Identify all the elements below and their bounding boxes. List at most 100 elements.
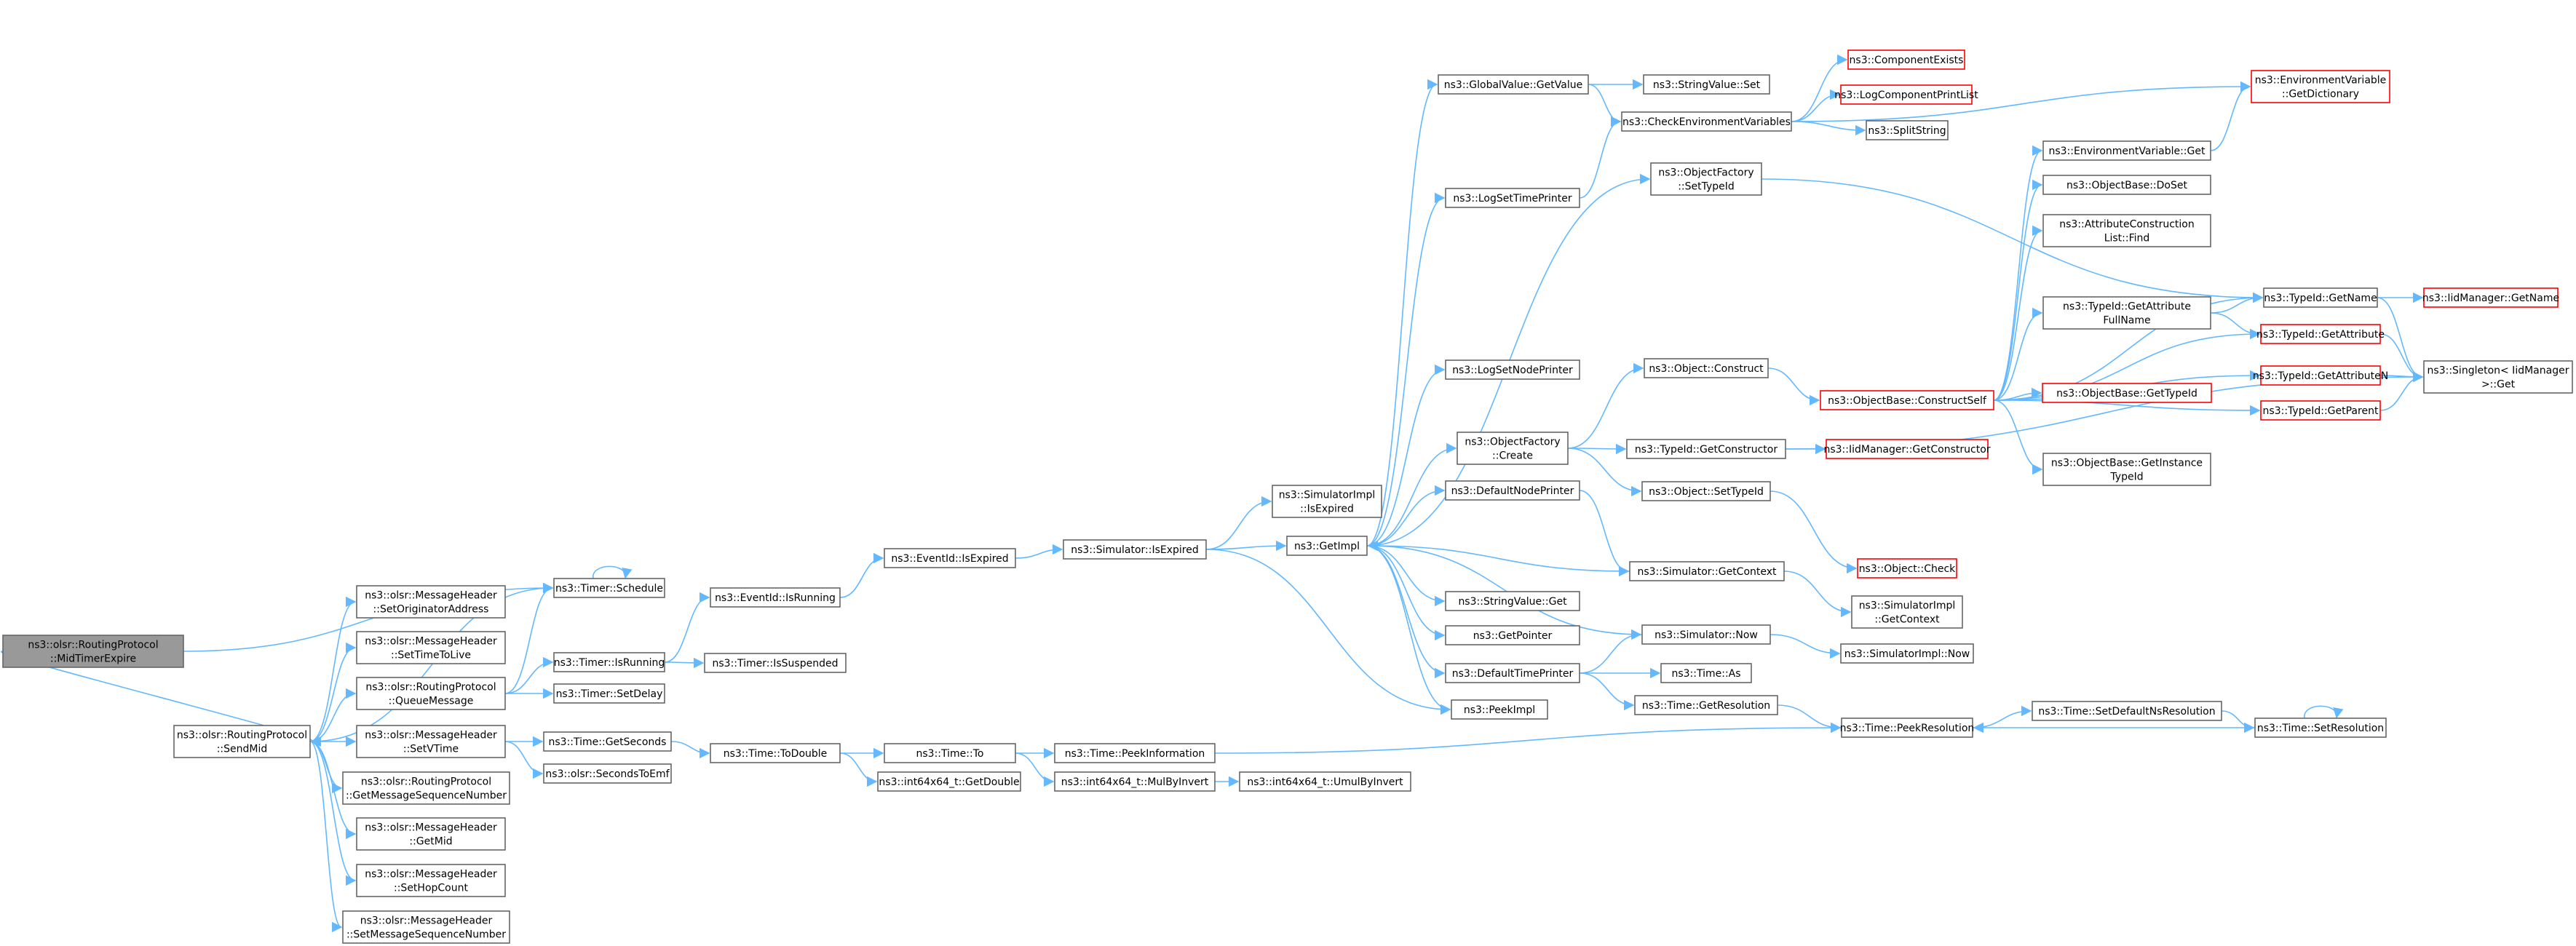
graph-node[interactable]: ns3::int64x64_t::UmulByInvert	[1239, 771, 1411, 792]
graph-node[interactable]: ns3::GetPointer	[1445, 625, 1580, 645]
call-edge	[2210, 312, 2261, 340]
graph-node[interactable]: ns3::EnvironmentVariable::Get	[2042, 140, 2211, 161]
graph-node[interactable]: ns3::ObjectBase::ConstructSelf	[1820, 390, 1994, 410]
graph-node[interactable]: ns3::GetImpl	[1286, 536, 1368, 556]
graph-node[interactable]: ns3::Time::PeekResolution	[1840, 718, 1975, 738]
graph-node[interactable]: ns3::olsr::MessageHeader::SetHopCount	[356, 864, 506, 897]
graph-node[interactable]: ns3::Singleton< IidManager>::Get	[2423, 360, 2573, 394]
graph-node[interactable]: ns3::Time::GetSeconds	[543, 731, 672, 752]
graph-node[interactable]: ns3::int64x64_t::MulByInvert	[1054, 771, 1216, 792]
call-edge	[1783, 571, 1852, 618]
graph-node[interactable]: ns3::Time::SetResolution	[2254, 718, 2387, 738]
graph-node[interactable]: ns3::int64x64_t::GetDouble	[877, 771, 1021, 792]
node-box	[1445, 359, 1580, 380]
graph-node[interactable]: ns3::ObjectBase::GetTypeId	[2042, 383, 2212, 403]
graph-node[interactable]: ns3::GlobalValue::GetValue	[1438, 74, 1589, 95]
graph-node[interactable]: ns3::EventId::IsExpired	[884, 548, 1016, 568]
call-edge	[1993, 328, 2261, 401]
graph-node[interactable]: ns3::SimulatorImpl::GetContext	[1851, 595, 1963, 629]
graph-node[interactable]: ns3::Timer::Schedule	[553, 578, 665, 598]
graph-node[interactable]: ns3::Object::SetTypeId	[1641, 481, 1771, 501]
graph-node[interactable]: ns3::Time::As	[1660, 663, 1752, 683]
graph-node[interactable]: ns3::EnvironmentVariable::GetDictionary	[2251, 70, 2390, 103]
call-edge	[1366, 545, 1446, 607]
graph-node[interactable]: ns3::IidManager::GetName	[2422, 287, 2559, 308]
graph-node[interactable]: ns3::SimulatorImpl::IsExpired	[1272, 485, 1382, 518]
graph-node[interactable]: ns3::Time::GetResolution	[1634, 695, 1778, 715]
graph-node[interactable]: ns3::LogComponentPrintList	[1834, 84, 1978, 105]
graph-node[interactable]: ns3::IidManager::GetConstructor	[1823, 439, 1991, 459]
call-edge	[2304, 705, 2344, 719]
node-box	[1054, 771, 1216, 792]
call-edge	[1015, 752, 1055, 787]
node-label: ns3::DefaultTimePrinter	[1452, 668, 1574, 680]
graph-node[interactable]: ns3::olsr::MessageHeader::SetTimeToLive	[356, 631, 506, 664]
node-label: ns3::ObjectFactory	[1465, 437, 1560, 448]
graph-node[interactable]: ns3::olsr::RoutingProtocol::QueueMessage	[356, 677, 506, 710]
node-box	[1660, 663, 1752, 683]
graph-node[interactable]: ns3::TypeId::GetName	[2263, 287, 2378, 308]
graph-node[interactable]: ns3::Timer::IsSuspended	[704, 653, 847, 673]
node-box	[2260, 400, 2381, 421]
graph-node[interactable]: ns3::Time::SetDefaultNsResolution	[2032, 701, 2222, 721]
graph-node[interactable]: ns3::Simulator::IsExpired	[1063, 539, 1207, 560]
graph-node[interactable]: ns3::TypeId::GetConstructor	[1626, 439, 1786, 459]
call-edge	[1366, 442, 1457, 546]
graph-node[interactable]: ns3::Timer::IsRunning	[553, 652, 665, 672]
graph-node[interactable]: ns3::DefaultTimePrinter	[1445, 663, 1580, 683]
node-box	[2423, 360, 2573, 394]
graph-node[interactable]: ns3::Object::Construct	[1644, 358, 1769, 378]
node-label: ns3::Time::SetDefaultNsResolution	[2038, 706, 2215, 718]
graph-node[interactable]: ns3::Time::ToDouble	[710, 743, 841, 763]
node-label: ::QueueMessage	[389, 696, 474, 707]
graph-node[interactable]: ns3::olsr::SecondsToEmf	[543, 763, 672, 784]
graph-node[interactable]: ns3::ObjectBase::DoSet	[2042, 175, 2211, 195]
graph-node[interactable]: ns3::SplitString	[1866, 120, 1949, 140]
node-box	[1840, 643, 1974, 664]
graph-node[interactable]: ns3::olsr::RoutingProtocol::MidTimerExpi…	[2, 635, 184, 668]
graph-node[interactable]: ns3::SimulatorImpl::Now	[1840, 643, 1974, 664]
graph-node[interactable]: ns3::Timer::SetDelay	[553, 683, 665, 704]
call-edge	[1015, 544, 1063, 559]
node-box	[342, 910, 510, 944]
graph-node[interactable]: ns3::Time::To	[884, 743, 1016, 763]
graph-node[interactable]: ns3::TypeId::GetAttributeN	[2253, 365, 2388, 386]
graph-node[interactable]: ns3::LogSetTimePrinter	[1445, 188, 1580, 208]
graph-node[interactable]: ns3::olsr::MessageHeader::SetOriginatorA…	[356, 585, 506, 619]
node-label: ::SetHopCount	[394, 883, 468, 894]
graph-node[interactable]: ns3::CheckEnvironmentVariables	[1621, 111, 1792, 132]
graph-node[interactable]: ns3::olsr::RoutingProtocol::GetMessageSe…	[342, 771, 510, 805]
graph-node[interactable]: ns3::StringValue::Get	[1445, 591, 1580, 611]
graph-node[interactable]: ns3::LogSetNodePrinter	[1445, 359, 1580, 380]
graph-node[interactable]: ns3::ObjectFactory::Create	[1457, 432, 1569, 465]
graph-node[interactable]: ns3::TypeId::GetParent	[2260, 400, 2381, 421]
graph-node[interactable]: ns3::olsr::MessageHeader::SetMessageSequ…	[342, 910, 510, 944]
call-edge	[1791, 81, 2251, 122]
call-edge	[309, 582, 554, 742]
graph-node[interactable]: ns3::olsr::MessageHeader::SetVTime	[356, 725, 506, 758]
graph-node[interactable]: ns3::olsr::MessageHeader::GetMid	[356, 817, 506, 851]
graph-node[interactable]: ns3::Object::Check	[1857, 558, 1957, 579]
node-box	[1641, 481, 1771, 501]
graph-node[interactable]: ns3::TypeId::GetAttribute	[2256, 324, 2385, 344]
graph-node[interactable]: ns3::olsr::RoutingProtocol::SendMid	[173, 725, 311, 758]
graph-node[interactable]: ns3::ObjectFactory::SetTypeId	[1650, 162, 1762, 196]
graph-node[interactable]: ns3::ComponentExists	[1847, 49, 1965, 70]
call-edge	[1769, 634, 1841, 659]
graph-node[interactable]: ns3::Simulator::GetContext	[1629, 561, 1785, 581]
call-edge	[1579, 490, 1630, 577]
node-label: ns3::StringValue::Get	[1458, 596, 1567, 608]
graph-node[interactable]: ns3::Simulator::Now	[1641, 624, 1771, 645]
graph-node[interactable]: ns3::PeekImpl	[1451, 699, 1548, 720]
graph-node[interactable]: ns3::StringValue::Set	[1643, 74, 1770, 95]
call-edge	[309, 741, 357, 886]
graph-node[interactable]: ns3::EventId::IsRunning	[710, 587, 841, 608]
node-label: ns3::EventId::IsExpired	[891, 553, 1008, 565]
call-edge	[1791, 121, 1866, 136]
graph-node[interactable]: ns3::DefaultNodePrinter	[1445, 480, 1580, 501]
graph-node[interactable]: ns3::Time::PeekInformation	[1054, 743, 1216, 763]
